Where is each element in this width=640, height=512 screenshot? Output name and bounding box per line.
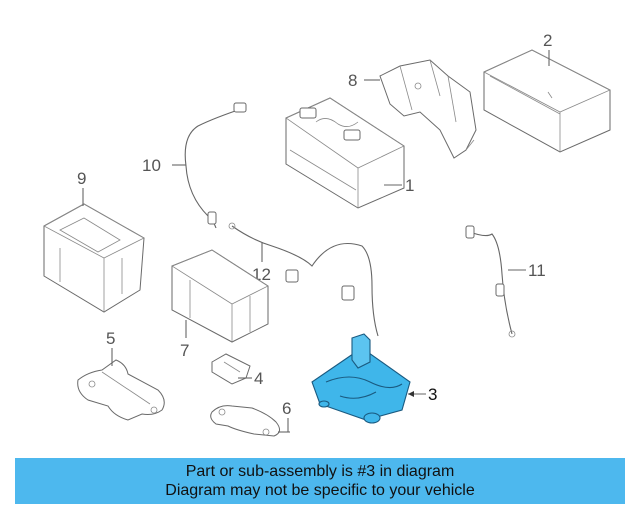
callout-1: 1: [405, 176, 414, 195]
callout-8: 8: [348, 71, 357, 90]
callout-4: 4: [254, 369, 263, 388]
part-12-wiring-harness[interactable]: [228, 222, 379, 337]
callout-3: 3: [428, 385, 437, 404]
part-6-small-bracket[interactable]: [210, 405, 280, 437]
part-9-tray-housing[interactable]: [43, 203, 145, 313]
info-banner: Part or sub-assembly is #3 in diagram Di…: [15, 458, 625, 504]
callout-9: 9: [77, 169, 86, 188]
part-1-battery[interactable]: [285, 97, 405, 209]
part-5-mounting-bracket[interactable]: [77, 359, 165, 421]
part-4-clip[interactable]: [211, 353, 251, 385]
parts-diagram: 2 8 1 10 12: [43, 31, 611, 437]
part-8-bracket[interactable]: [379, 59, 477, 159]
callout-2: 2: [543, 31, 552, 50]
part-11-sensor-cable[interactable]: [465, 225, 516, 338]
callout-11: 11: [528, 261, 546, 280]
callout-5: 5: [106, 329, 115, 348]
callout-6: 6: [282, 399, 291, 418]
callout-7: 7: [180, 341, 189, 360]
part-3-battery-tray-highlighted[interactable]: [311, 333, 411, 424]
part-7-battery-box[interactable]: [171, 249, 269, 343]
part-2-battery-cover[interactable]: [483, 49, 611, 153]
part-10-cable[interactable]: [184, 102, 247, 229]
banner-line-1: Part or sub-assembly is #3 in diagram: [185, 463, 455, 480]
banner-line-2: Diagram may not be specific to your vehi…: [165, 482, 475, 499]
callout-10: 10: [142, 156, 161, 175]
